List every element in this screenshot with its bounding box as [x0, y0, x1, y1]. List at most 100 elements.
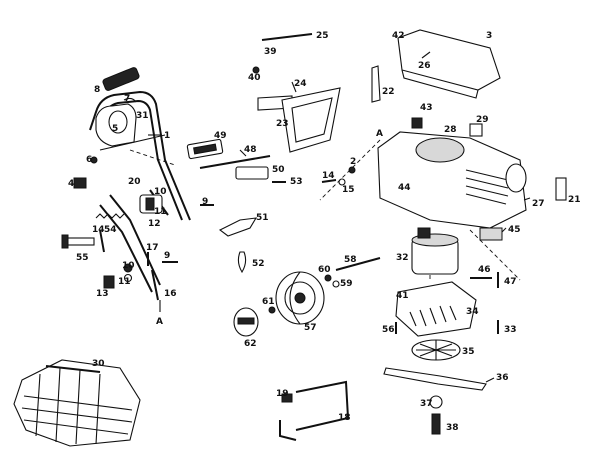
part-54 [99, 229, 105, 253]
leader-26 [421, 51, 431, 59]
label-21: 21 [568, 195, 581, 205]
label-52: 52 [252, 259, 265, 269]
part-21 [555, 177, 567, 201]
label-29: 29 [476, 115, 489, 125]
bolt-55-head [61, 234, 69, 249]
label-3: 3 [486, 31, 492, 41]
washer-15 [338, 178, 346, 186]
leader-27 [523, 197, 531, 201]
blade-36 [383, 367, 487, 391]
label-31: 31 [136, 111, 149, 121]
label-22: 22 [382, 87, 395, 97]
handle-grip [102, 67, 140, 91]
cover-42-edge [401, 69, 479, 99]
wheel-57-tread [289, 271, 301, 325]
hubcap-62-slot [237, 317, 255, 325]
washer-59 [332, 280, 340, 288]
label-37: 37 [420, 399, 433, 409]
label-9b: 9 [164, 251, 170, 261]
bracket-51 [218, 217, 258, 237]
label-8: 8 [94, 85, 100, 95]
motor-32-terminal [417, 227, 431, 239]
upper-handle-bar [89, 90, 191, 221]
leader-lines [148, 51, 531, 383]
leader-48 [239, 149, 247, 157]
label-13: 13 [96, 289, 109, 299]
label-62: 62 [244, 339, 257, 349]
label-11a: 11 [154, 207, 167, 217]
screw-14-right [321, 179, 337, 183]
label-17: 17 [146, 243, 159, 253]
grass-bag-assembly [13, 359, 350, 447]
label-39: 39 [264, 47, 277, 57]
wheel-assembly [233, 257, 381, 337]
grass-bag-30-mesh [21, 367, 133, 445]
label-46: 46 [478, 265, 491, 275]
bag-handle-18 [279, 380, 350, 441]
label-14b: 14 [322, 171, 335, 181]
housing-grille [465, 169, 509, 205]
clip-52 [237, 251, 247, 274]
label-23: 23 [276, 119, 289, 129]
washer-11 [123, 273, 133, 283]
part-16 [151, 269, 159, 301]
label-61: 61 [262, 297, 275, 307]
label-53: 53 [290, 177, 303, 187]
label-44: 44 [398, 183, 411, 193]
lower-handle-bar [109, 194, 161, 286]
handle-crossbar-dash [129, 149, 176, 166]
label-55: 55 [76, 253, 89, 263]
guide-line-2 [469, 229, 521, 281]
label-26: 26 [418, 61, 431, 71]
label-15: 15 [342, 185, 355, 195]
label-35: 35 [462, 347, 475, 357]
label-59: 59 [340, 279, 353, 289]
handle-assembly [61, 67, 214, 312]
label-38: 38 [446, 423, 459, 433]
leader-45 [501, 227, 507, 233]
label-49: 49 [214, 131, 227, 141]
spring-14 [95, 213, 125, 219]
bolt-55 [65, 237, 95, 246]
handle-knob [73, 177, 87, 189]
label-57: 57 [304, 323, 317, 333]
label-10a: 10 [154, 187, 167, 197]
switch-button [108, 110, 128, 134]
housing-44 [377, 131, 527, 229]
label-58: 58 [344, 255, 357, 265]
label-11b: 11 [118, 277, 131, 287]
washer-40 [252, 66, 260, 74]
label-27: 27 [532, 199, 545, 209]
axle-58 [335, 257, 381, 271]
grass-bag-frame [45, 365, 101, 373]
washer-61 [268, 306, 276, 314]
leader-24 [291, 81, 297, 93]
housing-top-opening [415, 137, 465, 163]
wheel-57-rim [284, 281, 316, 315]
label-10b: 10 [122, 261, 135, 271]
label-45: 45 [508, 225, 521, 235]
label-4: 4 [68, 179, 74, 189]
washer-37 [429, 395, 443, 409]
label-51: 51 [256, 213, 269, 223]
label-14: 14 [92, 225, 105, 235]
label-7: 7 [124, 94, 130, 104]
label-20: 20 [128, 177, 141, 187]
label-25: 25 [316, 31, 329, 41]
label-28: 28 [444, 125, 457, 135]
part-50 [235, 166, 269, 180]
rear-flap-23-inner [291, 97, 333, 143]
guide-line-1 [319, 139, 381, 201]
part-13 [103, 275, 115, 289]
label-50: 50 [272, 165, 285, 175]
motor-and-deck [383, 227, 499, 435]
label-30: 30 [92, 359, 105, 369]
label-19: 19 [276, 389, 289, 399]
washer-60 [324, 274, 332, 282]
screw-2 [348, 166, 356, 174]
label-47: 47 [504, 277, 517, 287]
bolt-38 [431, 413, 441, 435]
wheel-57-hub [294, 292, 306, 304]
label-5: 5 [112, 124, 118, 134]
label-6: 6 [86, 155, 92, 165]
